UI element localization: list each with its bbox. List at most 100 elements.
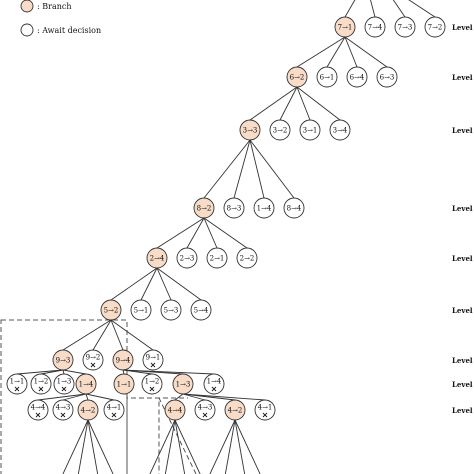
node-circle bbox=[424, 16, 446, 38]
prune-mark-icon: × bbox=[35, 411, 42, 420]
node-label: 4→3 bbox=[56, 404, 71, 412]
node-label: 3→2 bbox=[273, 127, 288, 135]
dashed-region-left bbox=[0, 319, 128, 474]
dashed-region-right bbox=[126, 397, 188, 474]
tree-edge bbox=[110, 319, 154, 351]
await-node: 3→2 bbox=[269, 119, 291, 141]
legend-branch-swatch bbox=[20, 0, 34, 13]
node-label: 7→2 bbox=[428, 24, 443, 32]
await-node: 2→3 bbox=[176, 247, 198, 269]
node-label: 9→3 bbox=[56, 357, 71, 365]
tree-edge-continuation-l9c-2 bbox=[77, 419, 89, 474]
tree-edge bbox=[249, 139, 265, 199]
node-circle bbox=[27, 399, 49, 421]
node-circle bbox=[329, 119, 351, 141]
level-label-7: Level 7 bbox=[452, 356, 474, 365]
node-circle bbox=[224, 399, 246, 421]
node-label: 6→2 bbox=[290, 74, 305, 82]
node-label: 4→2 bbox=[81, 407, 96, 415]
node-label: 7→4 bbox=[368, 24, 383, 32]
branch-node: 4→2 bbox=[77, 399, 99, 421]
node-circle bbox=[103, 399, 125, 421]
node-label: 4→1 bbox=[107, 404, 122, 412]
node-circle bbox=[52, 349, 74, 371]
node-label: 4→4 bbox=[168, 407, 183, 415]
prune-mark-icon: × bbox=[61, 385, 68, 394]
tree-edge bbox=[156, 267, 202, 301]
tree-edge-root-2 bbox=[370, 0, 376, 18]
node-circle bbox=[316, 66, 338, 88]
node-circle bbox=[193, 197, 215, 219]
tree-edge bbox=[156, 267, 172, 301]
level-label-4: Level 4 bbox=[452, 204, 474, 213]
await-node: 5→3 bbox=[160, 299, 182, 321]
prune-mark-icon: × bbox=[202, 411, 209, 420]
node-label: 1→1 bbox=[117, 381, 132, 389]
await-node: 7→4 bbox=[364, 16, 386, 38]
await-node: 1→2× bbox=[30, 373, 52, 395]
tree-edge-continuation-l9e-4 bbox=[174, 419, 201, 474]
tree-edge bbox=[344, 36, 358, 68]
node-circle bbox=[283, 197, 305, 219]
node-label: 1→3 bbox=[176, 381, 191, 389]
node-circle bbox=[203, 373, 225, 395]
branch-node: 7→1 bbox=[334, 16, 356, 38]
legend-await-swatch bbox=[20, 23, 34, 37]
edges bbox=[16, 0, 436, 474]
branch-node: 9→3 bbox=[52, 349, 74, 371]
tree-edge bbox=[62, 393, 87, 401]
node-label: 8→4 bbox=[287, 205, 302, 213]
await-node: 1→1× bbox=[6, 373, 28, 395]
node-circle bbox=[194, 399, 216, 421]
node-label: 8→2 bbox=[197, 205, 212, 213]
node-circle bbox=[206, 247, 228, 269]
await-node: 9→1× bbox=[142, 349, 164, 371]
node-circle bbox=[253, 197, 275, 219]
tree-edge-continuation-l9c-4 bbox=[87, 419, 114, 474]
await-node: 7→2 bbox=[424, 16, 446, 38]
tree-edge-continuation-l9e-2 bbox=[164, 419, 176, 474]
node-circle bbox=[394, 16, 416, 38]
branch-node: 2→4 bbox=[146, 247, 168, 269]
await-node: 1→4 bbox=[253, 197, 275, 219]
node-circle bbox=[100, 299, 122, 321]
tree-edge bbox=[110, 319, 124, 351]
branch-node: 4→4 bbox=[164, 399, 186, 421]
branch-node: 8→2 bbox=[193, 197, 215, 219]
node-circle bbox=[113, 373, 135, 395]
node-circle bbox=[239, 119, 261, 141]
tree-edge bbox=[85, 393, 115, 401]
node-circle bbox=[254, 399, 276, 421]
prune-mark-icon: × bbox=[150, 361, 157, 370]
await-node: 4→3× bbox=[52, 399, 74, 421]
node-circle bbox=[176, 247, 198, 269]
node-label: 7→1 bbox=[338, 24, 353, 32]
tree-edge bbox=[203, 139, 251, 199]
tree-edge-root-1 bbox=[344, 0, 356, 18]
dashed-regions bbox=[0, 319, 197, 474]
await-node: 4→4× bbox=[27, 399, 49, 421]
node-label: 4→1 bbox=[258, 404, 273, 412]
prune-mark-icon: × bbox=[262, 411, 269, 420]
level-labels: Level 1Level 2Level 3Level 4Level 5Level… bbox=[452, 23, 474, 415]
node-label: 3→3 bbox=[243, 127, 258, 135]
await-node: 2→1 bbox=[206, 247, 228, 269]
node-label: 6→1 bbox=[320, 74, 335, 82]
level-label-1: Level 1 bbox=[452, 23, 474, 32]
branch-node: 5→2 bbox=[100, 299, 122, 321]
node-label: 2→1 bbox=[210, 255, 225, 263]
prune-mark-icon: × bbox=[38, 385, 45, 394]
tree-edge bbox=[85, 393, 89, 401]
node-label: 9→1 bbox=[146, 354, 161, 362]
tree-edge bbox=[62, 319, 112, 351]
node-circle bbox=[346, 66, 368, 88]
node-label: 1→4 bbox=[207, 378, 222, 386]
node-circle bbox=[334, 16, 356, 38]
await-node: 6→1 bbox=[316, 66, 338, 88]
node-label: 4→4 bbox=[31, 404, 46, 412]
node-circle bbox=[112, 349, 134, 371]
level-label-3: Level 3 bbox=[452, 126, 474, 135]
node-label: 9→2 bbox=[86, 354, 101, 362]
await-node: 6→3 bbox=[376, 66, 398, 88]
node-circle bbox=[286, 66, 308, 88]
